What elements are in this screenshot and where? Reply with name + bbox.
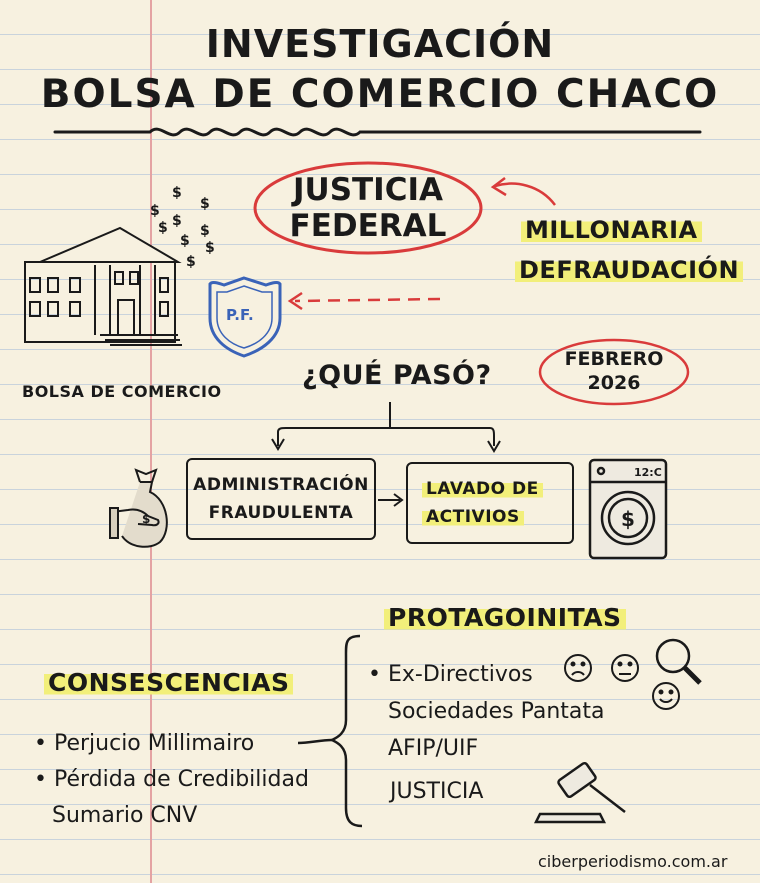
svg-text:$: $ [200, 196, 210, 212]
question-label: ¿QUÉ PASÓ? [302, 360, 492, 391]
date-label: FEBRERO 2026 [554, 347, 674, 395]
lavado-line1: LAVADO DE [422, 479, 543, 499]
millonaria-line2: DEFRAUDACIÓN [515, 256, 744, 284]
svg-text:$: $ [621, 507, 635, 531]
protagonistas-list: • Ex-Directivos Sociedades Pantata AFIP/… [368, 656, 605, 810]
admin-line1: ADMINISTRACIÓN [193, 475, 369, 495]
svg-text:$: $ [150, 203, 160, 219]
protagonista-4: JUSTICIA [390, 779, 484, 804]
bullet-icon: • [34, 731, 47, 756]
justicia-line1: JUSTICIA [293, 172, 443, 208]
list-item: Sociedades Pantata [368, 693, 605, 730]
svg-text:12:C: 12:C [634, 466, 662, 479]
svg-text:$: $ [200, 223, 210, 239]
millonaria-line1: MILLONARIA [521, 216, 702, 244]
margin-line [150, 0, 152, 883]
page-subtitle: BOLSA DE COMERCIO CHACO [40, 72, 720, 117]
consecuencia-2: Pérdida de Credibilidad [53, 767, 309, 792]
admin-line2: FRAUDULENTA [208, 503, 354, 523]
justicia-federal-label: JUSTICIA FEDERAL [258, 172, 478, 244]
money-bag-hand-icon: $ [109, 468, 168, 548]
list-item: • Ex-Directivos [368, 656, 605, 693]
magnifier-icon [655, 638, 702, 685]
dashed-red-arrow [294, 297, 441, 303]
bank-building-icon [24, 226, 182, 346]
page-title: INVESTIGACIÓN [205, 22, 555, 66]
svg-text:$: $ [172, 185, 182, 201]
millonaria-label: MILLONARIA DEFRAUDACIÓN [515, 210, 744, 290]
date-month: FEBRERO [564, 348, 664, 370]
bracket [329, 634, 363, 828]
squiggle-underline-icon [53, 127, 702, 137]
protagonistas-heading: PROTAGOINITAS [384, 603, 626, 632]
svg-text:$: $ [172, 213, 182, 229]
list-item: • Pérdida de Credibilidad [34, 762, 309, 798]
date-year: 2026 [587, 372, 641, 394]
svg-text:$: $ [205, 240, 215, 256]
neutral-face-icon [611, 654, 639, 682]
svg-text:$: $ [186, 254, 196, 270]
consecuencia-3: Sumario CNV [52, 803, 198, 828]
protagonistas-heading-text: PROTAGOINITAS [384, 603, 626, 632]
red-curved-arrow [494, 182, 556, 206]
dollar-signs-icon: $$$ $$$ $$$ [150, 185, 215, 270]
svg-text:$: $ [180, 233, 190, 249]
admin-fraudulenta-box: ADMINISTRACIÓN FRAUDULENTA [186, 458, 376, 540]
consecuencia-1: Perjucio Millimairo [53, 731, 255, 756]
consecuencias-heading: CONSESCENCIAS [44, 668, 294, 697]
lavado-activos-box: LAVADO DE ACTIVIOS [406, 462, 574, 544]
svg-text:$: $ [158, 220, 168, 236]
list-item: • Perjucio Millimairo [34, 726, 309, 762]
footer-credit: ciberperiodismo.com.ar [538, 852, 728, 871]
list-item: AFIP/UIF [368, 730, 605, 767]
smile-face-icon [652, 682, 680, 710]
justicia-line2: FEDERAL [289, 208, 447, 244]
list-item: Sumario CNV [34, 798, 309, 834]
protagonista-3: AFIP/UIF [388, 736, 479, 761]
protagonista-1: Ex-Directivos [387, 662, 533, 687]
lavado-line2: ACTIVIOS [422, 507, 524, 527]
bullet-icon: • [368, 662, 381, 687]
branch-arrows [271, 402, 501, 453]
badge-label: P.F. [226, 306, 254, 324]
bullet-icon: • [34, 767, 47, 792]
date-circle [538, 338, 690, 406]
gavel-icon [533, 761, 626, 824]
svg-text:$: $ [142, 512, 150, 526]
consecuencias-list: • Perjucio Millimairo • Pérdida de Credi… [34, 726, 309, 834]
police-badge-icon [208, 276, 282, 358]
consecuencias-heading-text: CONSESCENCIAS [44, 668, 294, 697]
sad-face-icon [564, 654, 592, 682]
justicia-circle [253, 161, 483, 255]
building-label: BOLSA DE COMERCIO [22, 382, 222, 401]
list-item: JUSTICIA [368, 773, 605, 810]
protagonista-2: Sociedades Pantata [388, 699, 605, 724]
washing-machine-icon: $ 12:C [588, 458, 668, 560]
